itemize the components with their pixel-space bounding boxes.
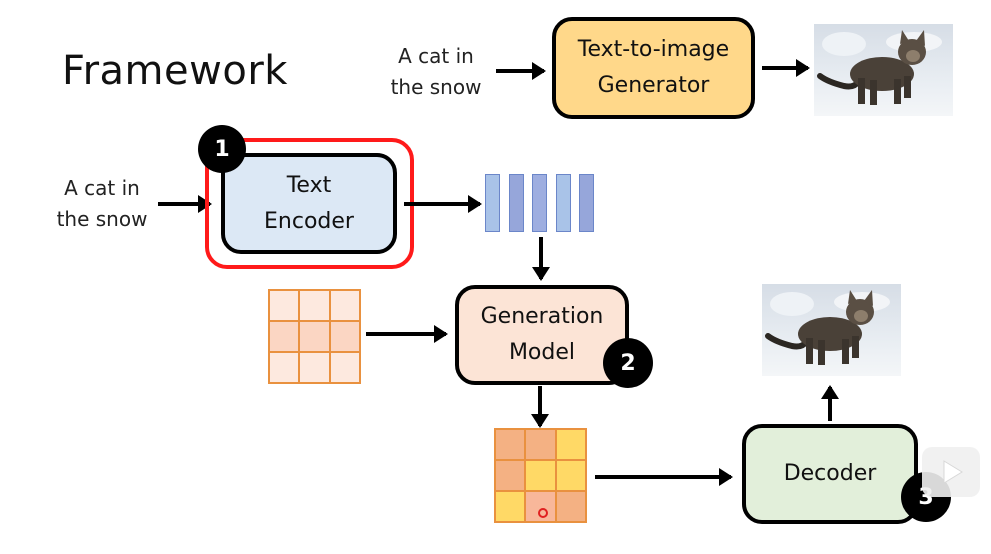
arrow-noise-to-generation: [366, 325, 448, 343]
grid-cell: [299, 321, 330, 352]
step-badge-2: 2: [603, 338, 653, 388]
main-input-text-line2: the snow: [56, 207, 148, 231]
embedding-vector: [555, 174, 571, 232]
noise-grid: [268, 289, 361, 384]
generation-label-line1: Generation: [480, 304, 604, 329]
grid-cell: [269, 321, 300, 352]
grid-cell: [555, 460, 586, 491]
decoder-box: Decoder: [742, 424, 918, 524]
latent-grid: [494, 428, 587, 523]
grid-cell: [495, 429, 526, 460]
main-input-text-line1: A cat in: [64, 176, 140, 200]
grid-cell: [525, 429, 556, 460]
generation-label-line2: Model: [508, 340, 576, 365]
grid-cell: [525, 491, 556, 522]
text-encoder-box: Text Encoder: [221, 153, 397, 254]
embedding-vectors: [485, 174, 597, 232]
top-input-text-line1: A cat in: [398, 44, 474, 68]
embedding-vector: [579, 174, 594, 232]
generation-model-box: Generation Model: [455, 285, 629, 385]
encoder-label-line1: Text: [286, 172, 332, 198]
grid-cell: [329, 352, 360, 383]
play-icon: [943, 460, 963, 484]
decoder-output-cat-image: [762, 284, 901, 376]
arrow-to-generator: [496, 62, 546, 80]
embedding-vector: [508, 174, 524, 232]
cat-in-snow-icon: [814, 24, 953, 116]
arrow-to-output-image: [821, 385, 839, 421]
arrow-to-top-output: [762, 59, 810, 77]
grid-cell: [555, 429, 586, 460]
grid-cell: [269, 352, 300, 383]
arrow-to-latent-grid: [531, 386, 549, 428]
cat-in-snow-icon: [762, 284, 901, 376]
arrow-to-decoder: [595, 468, 733, 486]
video-play-watermark-icon: [922, 447, 980, 497]
encoder-label-line2: Encoder: [264, 208, 354, 234]
grid-cell: [525, 460, 556, 491]
generator-label-line2: Generator: [597, 73, 710, 98]
top-input-text: A cat in the snow: [380, 41, 492, 103]
top-output-cat-image: [814, 24, 953, 116]
generator-label-line1: Text-to-image: [577, 37, 730, 62]
grid-cell: [299, 352, 330, 383]
top-input-text-line2: the snow: [390, 75, 482, 99]
main-input-text: A cat in the snow: [46, 173, 158, 235]
grid-cell: [555, 491, 586, 522]
grid-cell: [329, 321, 360, 352]
cursor-marker-icon: [538, 508, 549, 518]
step-badge-1: 1: [198, 125, 246, 173]
grid-cell: [329, 290, 360, 321]
arrow-to-text-encoder: [158, 195, 212, 213]
embedding-vector: [485, 174, 500, 232]
arrow-to-embeddings: [404, 195, 482, 213]
slide-title: Framework: [62, 48, 288, 94]
grid-cell: [495, 491, 526, 522]
decoder-label: Decoder: [783, 461, 877, 486]
grid-cell: [495, 460, 526, 491]
arrow-to-generation-model: [532, 237, 550, 281]
grid-cell: [269, 290, 300, 321]
grid-cell: [299, 290, 330, 321]
text-to-image-generator: Text-to-image Generator: [552, 17, 755, 119]
embedding-vector: [532, 174, 547, 232]
